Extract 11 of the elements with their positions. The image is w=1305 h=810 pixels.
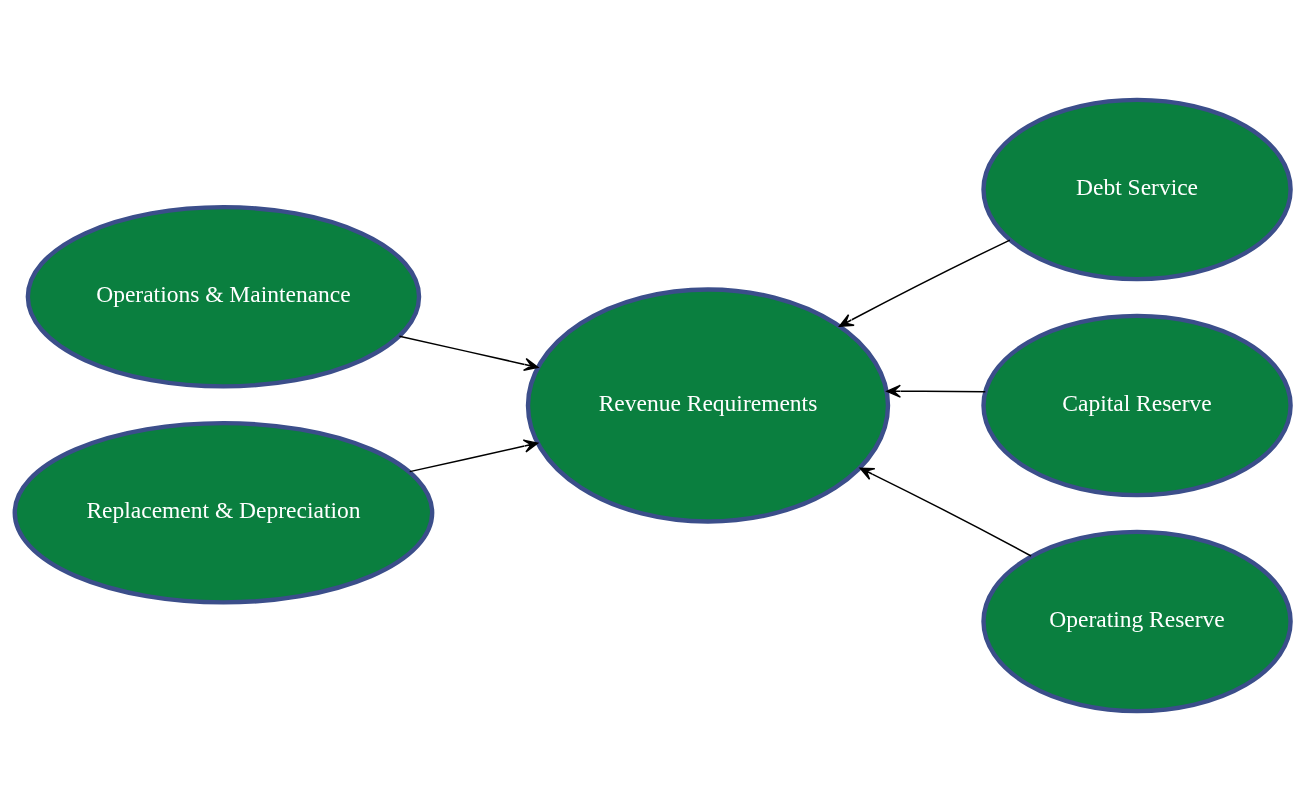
- node-ellipse: Debt Service: [981, 97, 1293, 281]
- node-ellipse: Capital Reserve: [981, 313, 1293, 497]
- node-ellipse: Operating Reserve: [981, 529, 1293, 713]
- arrow: [409, 438, 539, 472]
- arrow: [398, 334, 539, 371]
- node-ellipse: Revenue Requirements: [525, 286, 891, 524]
- node-ellipse: Operations & Maintenance: [25, 204, 422, 389]
- arrow: [838, 238, 1011, 327]
- node-ellipse: Replacement & Depreciation: [12, 420, 435, 605]
- arrow: [886, 384, 987, 398]
- arrow: [859, 466, 1032, 557]
